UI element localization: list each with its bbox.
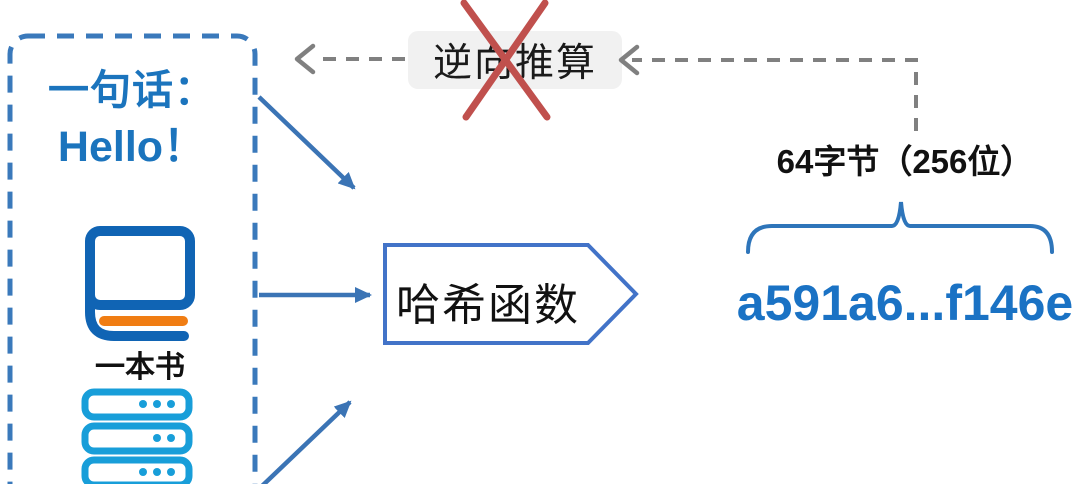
hash-function-label: 哈希函数 — [396, 281, 580, 330]
book-label: 一本书 — [95, 351, 185, 384]
dashed-line-hash-to-reverse — [632, 58, 918, 131]
arrowhead-into-reverse-icon — [618, 44, 640, 76]
arrowhead-to-input-icon — [294, 43, 316, 75]
hash-value-text: a591a6...f146e — [736, 275, 1074, 331]
reverse-inference-label: 逆向推算 — [432, 42, 597, 85]
arrow-servers-to-hash — [260, 400, 352, 484]
brace-over-hash — [746, 201, 1054, 254]
book-icon — [85, 226, 195, 341]
arrow-sentence-to-hash — [257, 95, 356, 190]
sentence-label: 一句话： — [48, 67, 216, 113]
server-stack-icon — [81, 388, 193, 484]
sentence-value: Hello！ — [57, 123, 207, 171]
output-size-label: 64字节（256位） — [776, 143, 1034, 180]
